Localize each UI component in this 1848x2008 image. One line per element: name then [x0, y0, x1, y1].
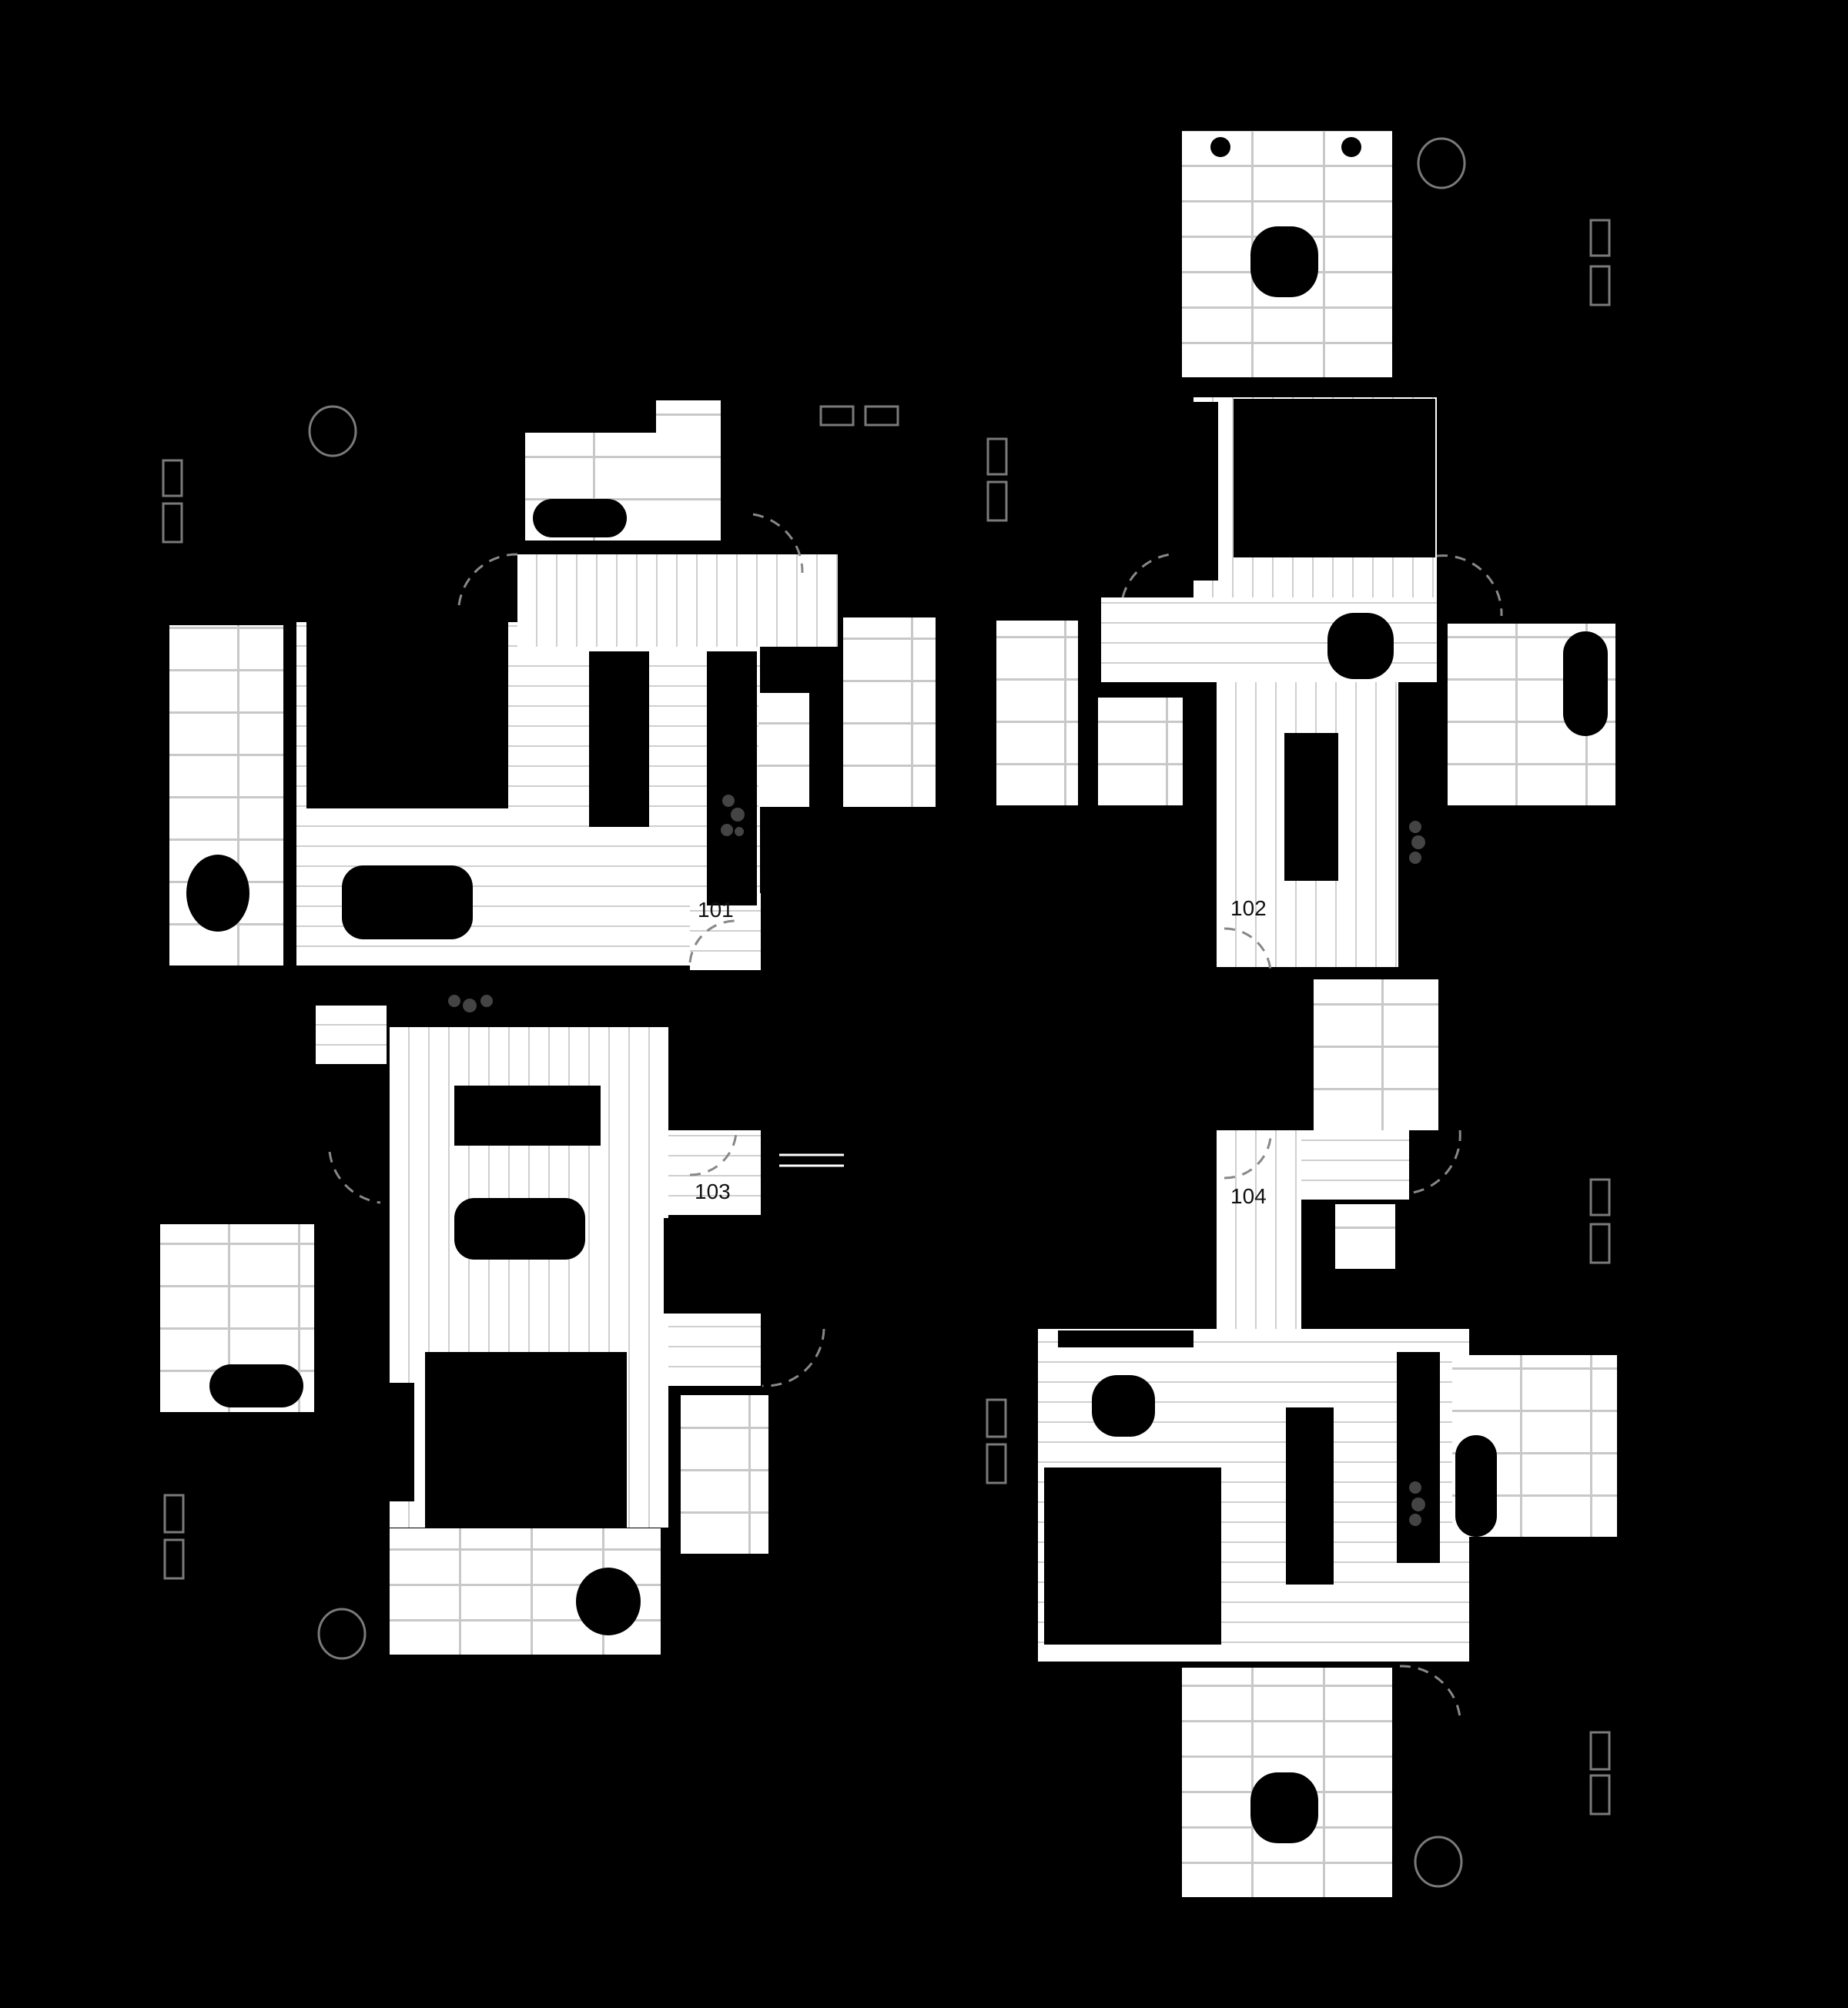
planter-icon: [986, 1443, 1007, 1484]
kitchen-island: [1284, 733, 1338, 881]
door-swing-icon: [1399, 1665, 1461, 1718]
bed: [1234, 399, 1435, 557]
unit-102-terrace: [1182, 131, 1392, 377]
door-swing-icon: [752, 513, 804, 574]
terrace-table: [1250, 1772, 1318, 1843]
planter-icon: [1589, 265, 1611, 306]
cooktop-icon: [1409, 821, 1421, 833]
wardrobe: [390, 1383, 414, 1501]
planter-icon: [986, 480, 1008, 522]
door-swing-icon: [1436, 554, 1503, 617]
tree-icon: [308, 405, 357, 457]
unit-104-laundry: [1335, 1204, 1395, 1269]
tree-icon: [317, 1608, 367, 1660]
door-swing-icon: [689, 1133, 738, 1176]
unit-label-104: 104: [1230, 1184, 1267, 1208]
terrace-table: [1250, 226, 1318, 297]
dining-table-round: [1327, 613, 1394, 679]
kitchen-island: [589, 651, 649, 827]
cooktops: [448, 795, 1425, 1526]
planter-pot: [1341, 137, 1361, 157]
unit-102-bathroom-left: [996, 621, 1078, 805]
unit-label-103: 103: [695, 1180, 731, 1203]
kitchen-counter: [664, 1218, 761, 1314]
bathtub: [533, 499, 627, 537]
unit-104-entry: [1217, 1130, 1301, 1361]
unit-101-foyer: [690, 893, 761, 970]
unit-101-entry-floor: [517, 554, 838, 647]
window-lines: [779, 1153, 844, 1167]
planter-icon: [986, 437, 1008, 476]
bathtub: [1563, 631, 1608, 736]
lounge-chair: [576, 1568, 641, 1635]
unit-103-hall: [668, 1309, 761, 1386]
lounge-chair: [186, 855, 249, 932]
unit-104-hall: [1301, 1130, 1409, 1200]
planter-pot: [1210, 137, 1230, 157]
bathtub: [1455, 1435, 1497, 1537]
kitchen-island: [454, 1086, 601, 1146]
kitchen-counter: [1397, 1352, 1440, 1563]
planter-icon: [1589, 1178, 1611, 1217]
door-swing-icon: [1224, 927, 1272, 971]
dining-table-round: [1092, 1375, 1155, 1437]
bed: [306, 622, 508, 808]
tree-icon: [1414, 1836, 1463, 1888]
cooktop-icon: [448, 995, 460, 1007]
wardrobe: [1194, 402, 1218, 581]
bed: [425, 1352, 627, 1528]
unit-103-ensuite: [681, 1395, 768, 1554]
unit-101-wc: [656, 400, 721, 540]
planter-icon: [986, 1398, 1007, 1438]
planter-icon: [819, 405, 855, 427]
door-swing-icon: [688, 919, 737, 963]
dining-table: [454, 1198, 585, 1260]
door-swing-icon: [1224, 1137, 1272, 1180]
unit-103-foyer: [668, 1130, 761, 1215]
tree-icon: [1417, 137, 1466, 189]
unit-103-entry: [316, 1006, 387, 1064]
planter-icon: [162, 459, 183, 497]
door-swing-icon: [762, 1328, 825, 1387]
door-swing-icon: [457, 553, 518, 606]
door-swings: [328, 513, 1503, 1718]
door-swing-icon: [1121, 553, 1171, 598]
unit-label-102: 102: [1230, 896, 1267, 920]
unit-101-laundry: [758, 693, 809, 807]
kitchen-counter: [707, 651, 757, 905]
planter-outlines: [162, 137, 1611, 1888]
bed: [1044, 1468, 1221, 1645]
planter-icon: [1589, 219, 1611, 257]
planter-icon: [162, 502, 183, 544]
planter-icon: [1589, 1223, 1611, 1264]
planter-icon: [1589, 1731, 1611, 1771]
planter-icon: [1589, 1774, 1611, 1816]
bed-headboard: [1058, 1330, 1194, 1347]
planter-icon: [163, 1538, 185, 1580]
unit-104-wc: [1314, 979, 1438, 1130]
cooktop-icon: [722, 795, 735, 807]
planter-icon: [163, 1494, 185, 1534]
door-swing-icon: [1407, 1130, 1461, 1195]
dining-table: [342, 865, 473, 939]
unit-101-ensuite: [843, 617, 936, 807]
door-swing-icon: [328, 1151, 381, 1204]
unit-label-101: 101: [698, 898, 734, 922]
kitchen-island: [1286, 1407, 1334, 1585]
unit-102-laundry: [1098, 698, 1183, 805]
bathtub: [209, 1364, 303, 1407]
cooktop-icon: [1409, 1481, 1421, 1494]
bed-headboard: [306, 599, 508, 625]
planter-icon: [864, 405, 899, 427]
